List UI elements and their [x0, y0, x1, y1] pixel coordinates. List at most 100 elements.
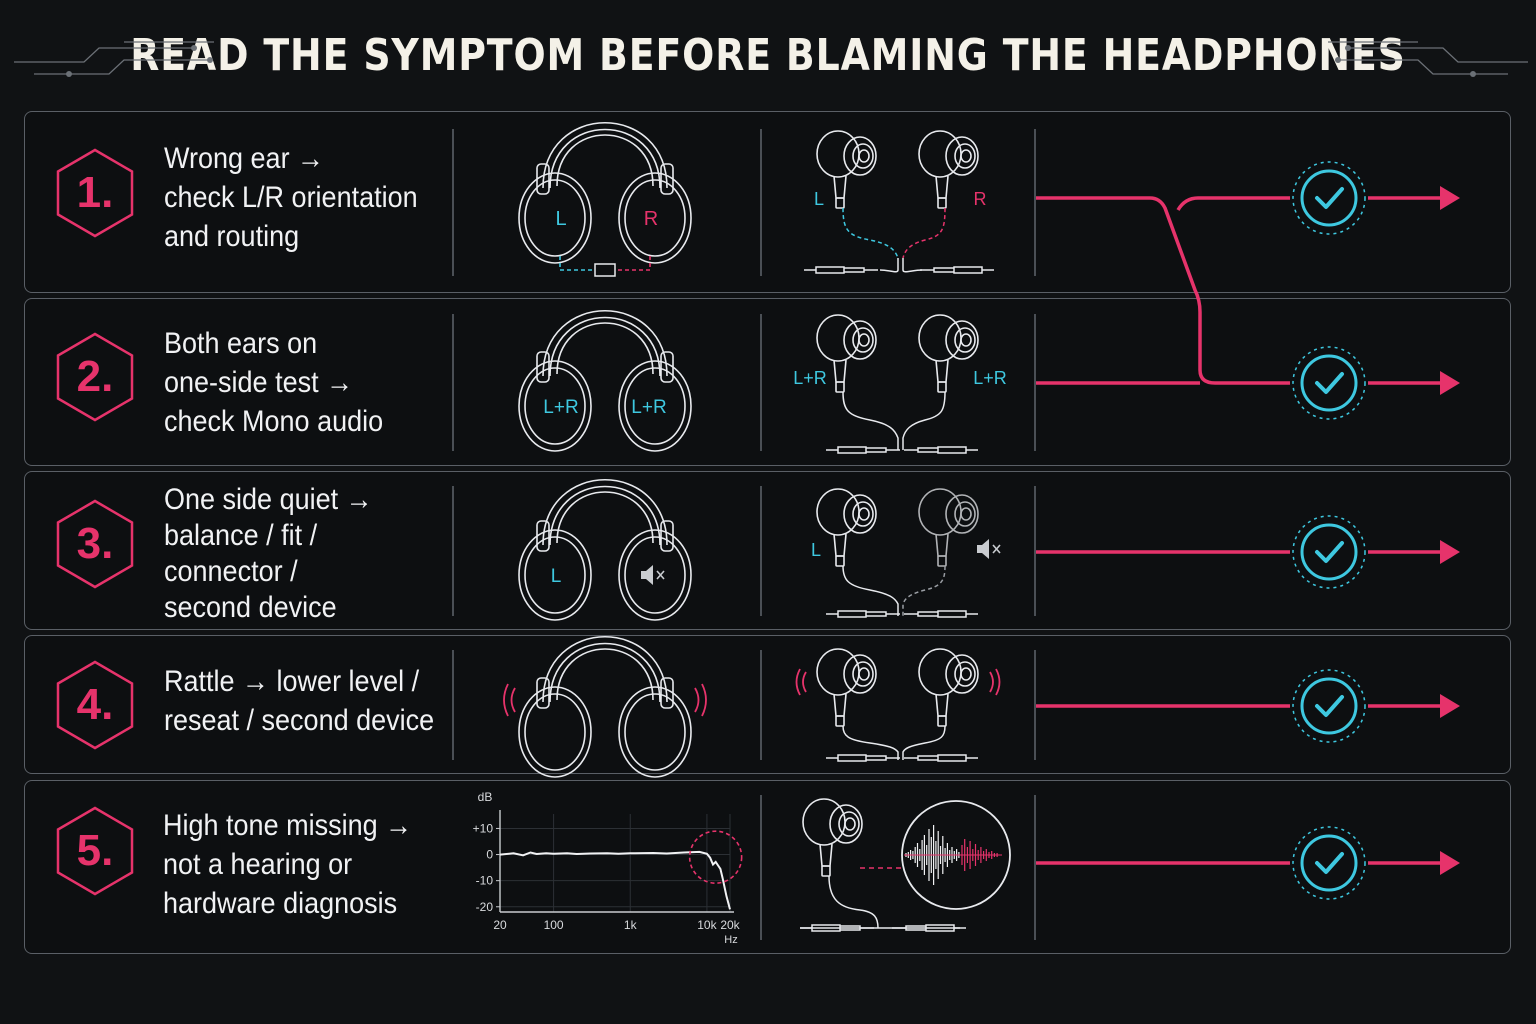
step-line: not a hearing or — [163, 848, 353, 881]
column-divider — [760, 129, 762, 276]
headphone-left-label: L+R — [543, 397, 578, 418]
x-tick-label: 20 — [493, 918, 507, 932]
step-line: second device — [164, 591, 337, 624]
headphone-right-label: L+R — [631, 397, 666, 418]
step-description: One side quiet → balance / fit / connect… — [164, 482, 373, 626]
earbud-right-label: L+R — [973, 368, 1007, 388]
step-description: Both ears on one-side test → check Mono … — [164, 324, 383, 441]
earbud-left-label: L — [811, 540, 821, 560]
vibration-icon — [795, 668, 1001, 696]
step-number-badge: 2. — [56, 332, 134, 422]
check-circle-icon — [1291, 825, 1367, 901]
column-divider — [760, 650, 762, 760]
step-line: High tone missing → — [163, 809, 413, 842]
earbud-left-icon — [816, 130, 877, 209]
arrow-heads — [1440, 186, 1460, 875]
earbud-right-icon — [918, 130, 979, 209]
step-number: 2. — [76, 352, 114, 401]
x-tick-label: 1k — [624, 918, 638, 932]
column-divider — [760, 486, 762, 616]
step-line: connector / — [164, 555, 298, 588]
step-number-badge: 3. — [56, 499, 134, 589]
step-line: Both ears on — [164, 327, 318, 360]
earbud-cable — [800, 875, 960, 929]
audio-plug-icon — [825, 446, 901, 454]
over-ear-headphones-icon — [518, 309, 692, 452]
column-divider — [1034, 795, 1036, 940]
step-line: One side quiet → — [164, 483, 373, 516]
step-line: balance / fit / — [164, 519, 318, 552]
over-ear-headphones-icon — [518, 635, 692, 778]
earbud-left-icon — [816, 488, 877, 567]
step-description: High tone missing → not a hearing or har… — [163, 806, 412, 923]
earbud-cable-right — [902, 207, 946, 259]
step-number: 5. — [76, 826, 114, 875]
page-title: READ THE SYMPTOM BEFORE BLAMING THE HEAD… — [130, 30, 1406, 81]
step-row-1 — [24, 111, 1511, 293]
step-description: Wrong ear → check L/R orientation and ro… — [164, 139, 418, 256]
earbud-right-icon — [918, 648, 979, 727]
step-row-5 — [24, 780, 1511, 954]
audio-plug-icon — [903, 754, 979, 762]
audio-plug-icon — [825, 754, 901, 762]
arrow-right-icon — [1440, 694, 1460, 718]
earbud-left-label: L+R — [793, 368, 827, 388]
earbud-cable — [842, 391, 946, 450]
frequency-response-line — [499, 850, 731, 910]
step-number-badge: 1. — [56, 148, 134, 238]
over-ear-headphones-icon — [518, 121, 692, 264]
check-circle-icon — [1291, 514, 1367, 590]
column-divider — [1034, 314, 1036, 451]
arrow-right-icon — [1440, 186, 1460, 210]
speaker-muted-icon — [640, 564, 665, 586]
x-tick-label: 20k — [720, 918, 740, 932]
check-circle-icon — [1291, 160, 1367, 236]
column-divider — [452, 129, 454, 276]
x-axis-unit: Hz — [724, 934, 737, 946]
x-tick-label: 100 — [544, 918, 564, 932]
earbud-icon — [802, 798, 863, 877]
column-divider — [760, 314, 762, 451]
earbud-left-icon — [816, 648, 877, 727]
step-description: Rattle → lower level / reseat / second d… — [164, 662, 434, 740]
arrow-right-icon — [1440, 371, 1460, 395]
circuit-decoration-left — [14, 41, 214, 77]
step-line: Rattle → lower level / — [164, 665, 420, 698]
step-line: reseat / second device — [164, 704, 435, 737]
step-line: one-side test → — [164, 366, 354, 399]
rolloff-highlight — [688, 830, 743, 884]
over-ear-headphones-icon — [518, 478, 692, 621]
circuit-decoration-right — [1328, 41, 1528, 77]
column-divider — [452, 314, 454, 451]
flow-lines — [1036, 196, 1452, 865]
earbud-cable-join — [879, 258, 923, 273]
earbud-cable-left — [842, 207, 899, 259]
earbud-right-label: R — [974, 189, 987, 209]
earbud-right-icon — [918, 488, 979, 567]
y-tick-label: 0 — [486, 848, 493, 862]
x-tick-label: 10k — [697, 918, 717, 932]
arrow-right-icon — [1440, 540, 1460, 564]
step-number: 3. — [76, 519, 114, 568]
earbud-right-icon — [918, 314, 979, 393]
audio-plug-icon — [803, 266, 879, 274]
column-divider — [1034, 486, 1036, 616]
audio-plug-icon — [919, 266, 995, 274]
y-tick-label: +10 — [473, 821, 494, 835]
y-tick-label: -10 — [476, 874, 494, 888]
column-divider — [1034, 129, 1036, 276]
column-divider — [1034, 650, 1036, 760]
step-number: 4. — [76, 680, 114, 729]
step-number-badge: 5. — [56, 806, 134, 896]
column-divider — [452, 486, 454, 616]
audio-plug-icon — [825, 610, 901, 618]
earbud-cable — [842, 565, 899, 616]
headphone-left-label: L — [555, 208, 566, 230]
cable-routing-icon — [559, 256, 651, 277]
audio-plug-icon — [903, 446, 979, 454]
earbud-cable — [842, 725, 946, 760]
vibration-icon — [503, 683, 707, 717]
y-axis-label: dB — [478, 790, 493, 804]
